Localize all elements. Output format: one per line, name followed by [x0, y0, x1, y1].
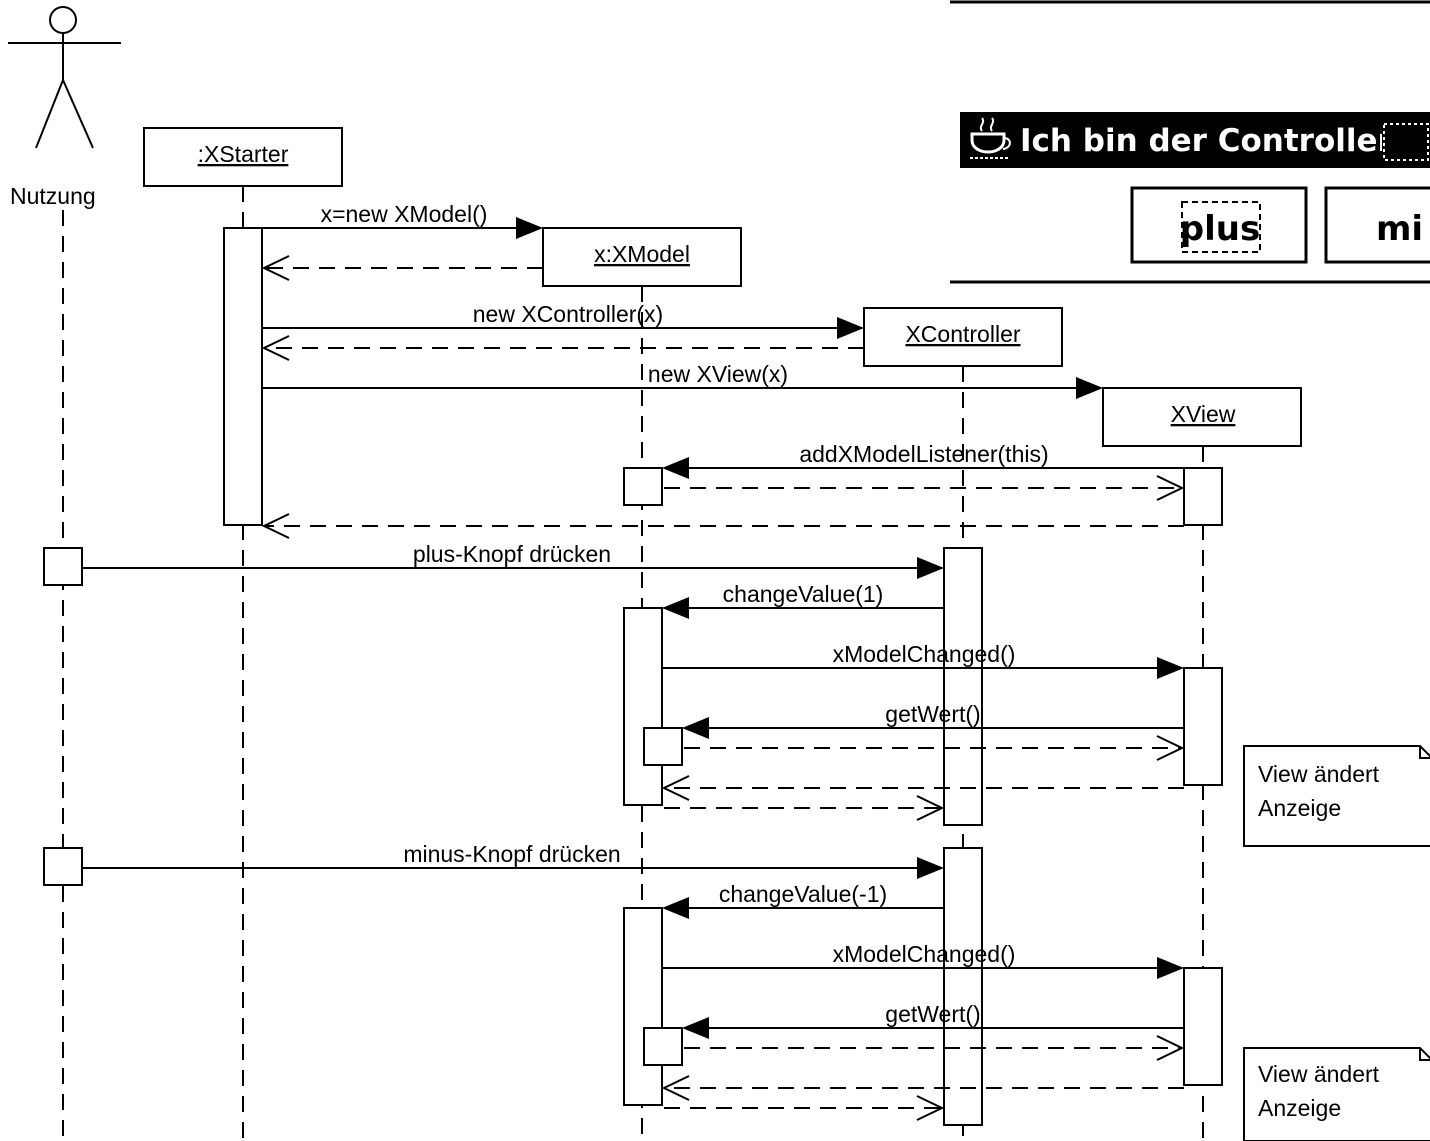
return-add-listener — [664, 475, 1185, 501]
message-add-listener-label: addXModelListener(this) — [799, 441, 1048, 467]
message-change-value-plus-arrow — [662, 597, 944, 619]
activation-view-init — [1183, 467, 1223, 526]
message-getwert-1-arrow — [682, 717, 1184, 739]
minus-button[interactable]: mi — [1324, 186, 1430, 264]
plus-button[interactable]: plus — [1130, 186, 1308, 264]
note-view-update-1: View ändert Anzeige — [1243, 745, 1430, 847]
object-box-controller — [863, 307, 1063, 367]
object-controller-label: XController — [905, 321, 1020, 347]
activation-model-plus — [623, 607, 663, 806]
message-create-model-label: x=new XModel() — [321, 201, 488, 227]
object-model-label: x:XModel — [594, 241, 690, 267]
object-starter-label: :XStarter — [198, 141, 289, 167]
return-create-model — [261, 255, 543, 281]
message-model-changed-2-label: xModelChanged() — [833, 941, 1016, 967]
minus-button-label: mi — [1376, 209, 1423, 249]
message-change-value-minus-label: changeValue(-1) — [719, 881, 887, 907]
message-change-value-plus-label: changeValue(1) — [723, 581, 884, 607]
message-model-changed-2-arrow — [662, 957, 1184, 979]
message-create-view-arrow — [262, 377, 1103, 399]
activation-actor-minus — [43, 847, 83, 886]
message-create-model-arrow — [262, 217, 543, 239]
message-create-controller-arrow — [262, 317, 864, 339]
java-cup-icon — [966, 117, 1012, 163]
message-add-listener-arrow — [662, 457, 1184, 479]
message-model-changed-1-label: xModelChanged() — [833, 641, 1016, 667]
object-box-view — [1102, 387, 1302, 447]
object-box-starter — [143, 127, 343, 187]
activation-view-minus — [1183, 967, 1223, 1086]
note-2-line1: View ändert — [1258, 1061, 1380, 1087]
activation-starter — [223, 227, 263, 526]
actor-label: Nutzung — [10, 183, 96, 209]
message-minus-press-label: minus-Knopf drücken — [403, 841, 620, 867]
object-view-label: XView — [1171, 401, 1236, 427]
object-box-model — [542, 227, 742, 287]
actor-figure — [8, 6, 121, 149]
message-minus-press-arrow — [82, 857, 944, 879]
return-getwert-2 — [684, 1035, 1185, 1061]
note-2-line2: Anzeige — [1258, 1095, 1341, 1121]
activation-model-getwert-plus — [643, 727, 683, 766]
return-change-value-minus — [664, 1095, 945, 1121]
gui-title: Ich bin der Controller — [1020, 123, 1394, 159]
note-1-line2: Anzeige — [1258, 795, 1341, 821]
plus-button-label: plus — [1180, 209, 1260, 249]
activation-view-plus — [1183, 667, 1223, 786]
note-1-line1: View ändert — [1258, 761, 1380, 787]
message-getwert-2-arrow — [682, 1017, 1184, 1039]
gui-titlebar — [960, 112, 1430, 168]
return-getwert-1 — [684, 735, 1185, 761]
message-create-view-label: new XView(x) — [648, 361, 788, 387]
activation-controller-minus — [943, 847, 983, 1126]
activation-model-getwert-minus — [643, 1027, 683, 1066]
message-model-changed-1-arrow — [662, 657, 1184, 679]
activation-actor-plus — [43, 547, 83, 586]
return-model-changed-1 — [661, 775, 1184, 801]
activation-model-minus — [623, 907, 663, 1106]
message-getwert-1-label: getWert() — [885, 701, 980, 727]
message-plus-press-arrow — [82, 557, 944, 579]
return-change-value-plus — [664, 795, 945, 821]
activation-model-listener — [623, 467, 663, 506]
return-create-view — [261, 513, 1184, 539]
note-view-update-2: View ändert Anzeige — [1243, 1047, 1430, 1141]
gui-window: Ich bin der Controller plus mi — [950, 0, 1430, 284]
message-plus-press-label: plus-Knopf drücken — [413, 541, 611, 567]
return-model-changed-2 — [661, 1075, 1184, 1101]
message-create-controller-label: new XController(x) — [473, 301, 663, 327]
activation-controller-plus — [943, 547, 983, 826]
return-create-controller — [261, 335, 864, 361]
message-getwert-2-label: getWert() — [885, 1001, 980, 1027]
message-change-value-minus-arrow — [662, 897, 944, 919]
